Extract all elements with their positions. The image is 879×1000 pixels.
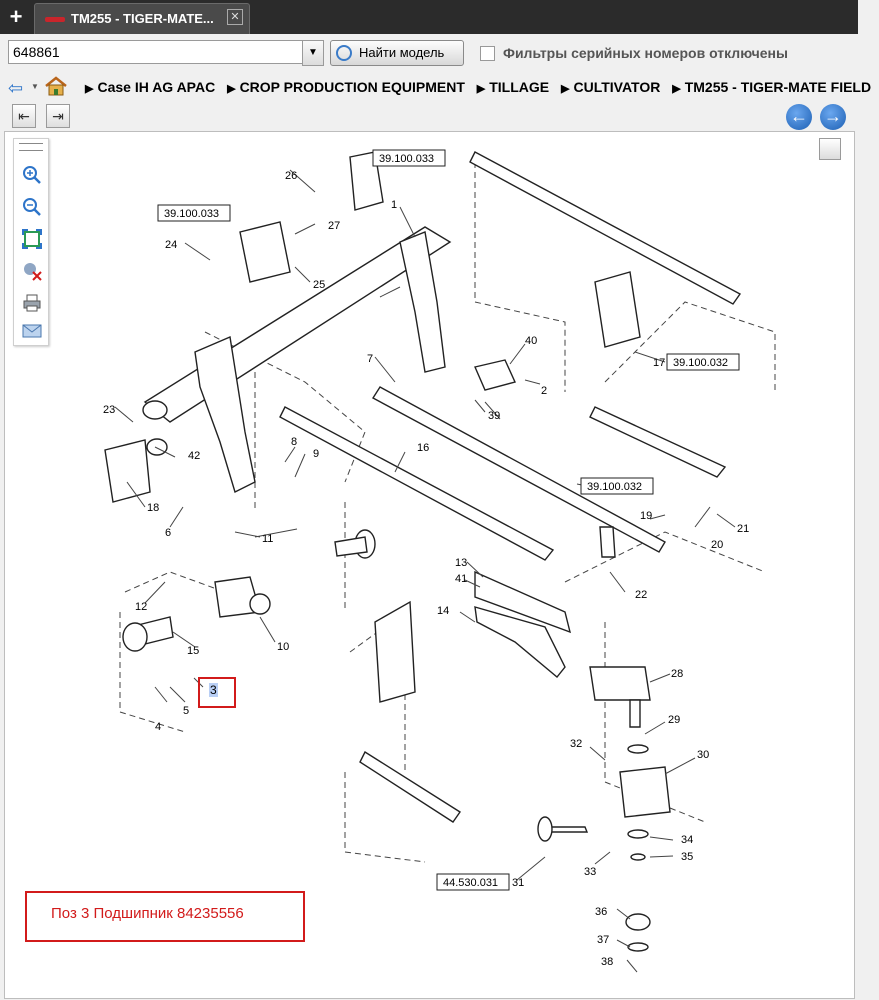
email-icon[interactable] bbox=[22, 323, 42, 343]
back-circle-icon[interactable]: ← bbox=[786, 104, 812, 130]
serial-filter-label: Фильтры серийных номеров отключены bbox=[503, 45, 788, 61]
callout-6: 6 bbox=[165, 527, 171, 539]
highlighted-callout-3[interactable]: 3 bbox=[198, 677, 236, 708]
callout-20: 20 bbox=[711, 539, 723, 551]
annotation-note-text: Поз 3 Подшипник 84235556 bbox=[51, 905, 244, 922]
callout-30: 30 bbox=[697, 749, 709, 761]
callout-14: 14 bbox=[437, 605, 449, 617]
search-dropdown-button[interactable]: ▼ bbox=[302, 40, 324, 66]
zoom-out-icon[interactable] bbox=[22, 197, 42, 217]
tab-bar: + TM255 - TIGER-MATE... ✕ bbox=[0, 0, 858, 35]
previous-page-icon[interactable]: ⇤ bbox=[12, 104, 36, 128]
callout-19: 19 bbox=[640, 510, 652, 522]
annotation-note: Поз 3 Подшипник 84235556 bbox=[25, 891, 305, 942]
search-row: ▼ Найти модель Фильтры серийных номеров … bbox=[0, 34, 858, 72]
callout-23: 23 bbox=[103, 404, 115, 416]
callout-31: 31 bbox=[512, 877, 524, 889]
breadcrumb-item-crop-production[interactable]: ▶CROP PRODUCTION EQUIPMENT bbox=[227, 79, 465, 95]
zoom-in-icon[interactable] bbox=[22, 165, 42, 185]
exploded-view-drawing: 1 2 4 5 6 7 8 9 10 11 12 13 14 15 16 17 … bbox=[103, 149, 776, 973]
next-page-icon[interactable]: ⇥ bbox=[46, 104, 70, 128]
breadcrumb-item-cultivator[interactable]: ▶CULTIVATOR bbox=[561, 79, 661, 95]
highlighted-callout-label: 3 bbox=[209, 683, 218, 697]
callout-37: 37 bbox=[597, 934, 609, 946]
serial-filter-checkbox[interactable] bbox=[480, 46, 495, 61]
callout-13: 13 bbox=[455, 557, 467, 569]
callout-10: 10 bbox=[277, 641, 289, 653]
callout-21: 21 bbox=[737, 523, 749, 535]
print-icon[interactable] bbox=[22, 293, 42, 313]
ref-39-100-032-right: 39.100.032 bbox=[673, 357, 728, 369]
callout-32: 32 bbox=[570, 738, 582, 750]
callout-2: 2 bbox=[541, 385, 547, 397]
find-model-label: Найти модель bbox=[359, 45, 445, 60]
callout-35: 35 bbox=[681, 851, 693, 863]
callout-17: 17 bbox=[653, 357, 665, 369]
callout-16: 16 bbox=[417, 442, 429, 454]
callout-24: 24 bbox=[165, 239, 177, 251]
callout-33: 33 bbox=[584, 866, 596, 878]
callout-34: 34 bbox=[681, 834, 693, 846]
callout-15: 15 bbox=[187, 645, 199, 657]
breadcrumb-item-tm255[interactable]: ▶TM255 - TIGER-MATE FIELD bbox=[672, 79, 872, 95]
toolbar-handle-icon[interactable] bbox=[19, 143, 43, 151]
new-tab-button[interactable]: + bbox=[9, 4, 23, 29]
callout-18: 18 bbox=[147, 502, 159, 514]
breadcrumb-item-case-ih[interactable]: ▶Case IH AG APAC bbox=[85, 79, 216, 95]
callout-25: 25 bbox=[313, 279, 325, 291]
callout-7: 7 bbox=[367, 353, 373, 365]
callout-38: 38 bbox=[601, 956, 613, 968]
callout-42: 42 bbox=[188, 450, 200, 462]
callout-1: 1 bbox=[391, 199, 397, 211]
ref-39-100-033-left: 39.100.033 bbox=[164, 208, 219, 220]
nav-row: ⇤ ⇥ ← → bbox=[0, 102, 858, 132]
find-model-button[interactable]: Найти модель bbox=[330, 40, 464, 66]
tab-title: TM255 - TIGER-MATE... bbox=[71, 11, 214, 26]
forward-circle-icon[interactable]: → bbox=[820, 104, 846, 130]
callout-22: 22 bbox=[635, 589, 647, 601]
model-search-input[interactable] bbox=[8, 40, 310, 64]
callout-12: 12 bbox=[135, 601, 147, 613]
callout-26: 26 bbox=[285, 170, 297, 182]
close-tab-icon[interactable]: ✕ bbox=[227, 9, 243, 25]
callout-11: 11 bbox=[262, 533, 273, 545]
back-arrow-icon[interactable]: ⇦ bbox=[8, 78, 24, 98]
home-icon[interactable] bbox=[44, 76, 68, 96]
callout-4: 4 bbox=[155, 721, 161, 733]
callout-29: 29 bbox=[668, 714, 680, 726]
callout-9: 9 bbox=[313, 448, 319, 460]
tab-tm255[interactable]: TM255 - TIGER-MATE... ✕ bbox=[34, 3, 250, 35]
reset-zoom-icon[interactable] bbox=[22, 261, 42, 281]
brand-logo-icon bbox=[45, 17, 65, 22]
zoom-toolbar bbox=[13, 138, 49, 346]
breadcrumb-item-tillage[interactable]: ▶TILLAGE bbox=[476, 79, 550, 95]
callout-27: 27 bbox=[328, 220, 340, 232]
callout-5: 5 bbox=[183, 705, 189, 717]
history-dropdown-icon[interactable]: ▼ bbox=[31, 82, 39, 91]
fit-to-screen-icon[interactable] bbox=[22, 229, 42, 249]
callout-36: 36 bbox=[595, 906, 607, 918]
callout-41: 41 bbox=[455, 573, 467, 585]
parts-diagram[interactable]: 1 2 4 5 6 7 8 9 10 11 12 13 14 15 16 17 … bbox=[4, 131, 855, 999]
ref-44-530-031: 44.530.031 bbox=[443, 877, 498, 889]
callout-40: 40 bbox=[525, 335, 537, 347]
corner-toggle-button[interactable] bbox=[819, 138, 841, 160]
ref-39-100-032-mid: 39.100.032 bbox=[587, 481, 642, 493]
breadcrumb: ⇦ ▼ ▶Case IH AG APAC ▶CROP PRODUCTION EQ… bbox=[0, 72, 871, 102]
callout-39: 39 bbox=[488, 410, 500, 422]
callout-8: 8 bbox=[291, 436, 297, 448]
callout-28: 28 bbox=[671, 668, 683, 680]
ref-39-100-033-top: 39.100.033 bbox=[379, 153, 434, 165]
search-icon bbox=[336, 45, 352, 61]
